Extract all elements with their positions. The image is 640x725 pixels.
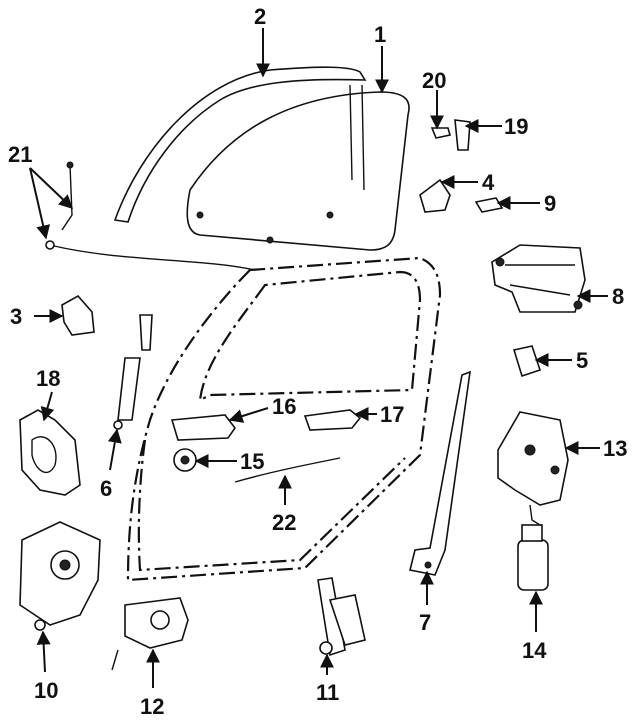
callout-7: 7 (419, 610, 431, 635)
callout-8: 8 (612, 284, 624, 309)
door-shell (126, 256, 442, 582)
callout-4: 4 (482, 170, 495, 195)
callout-20: 20 (422, 68, 446, 93)
part-handle-17 (303, 409, 362, 431)
part-bracket-5 (512, 345, 542, 378)
callout-15: 15 (240, 449, 264, 474)
callout-1: 1 (374, 22, 386, 47)
part-glass-run-channel (113, 66, 367, 223)
callout-9: 9 (544, 191, 556, 216)
callout-11: 11 (316, 680, 339, 705)
callout-17: 17 (380, 402, 404, 427)
callout-22: 22 (272, 510, 296, 535)
callout-10: 10 (34, 678, 58, 703)
part-inside-handle-18 (19, 409, 81, 496)
leader-10 (36, 630, 51, 673)
callout-14: 14 (522, 638, 547, 663)
part-door-glass (186, 91, 410, 251)
callout-3: 3 (10, 304, 22, 329)
part-link-11 (317, 577, 366, 657)
callout-5: 5 (576, 348, 588, 373)
part-guide-7 (409, 370, 471, 576)
leader-18 (40, 391, 55, 422)
leader-21b (29, 167, 74, 209)
part-lock-13 (497, 411, 569, 506)
part-motor-12 (111, 597, 189, 671)
callout-18: 18 (36, 366, 60, 391)
callout-13: 13 (603, 436, 627, 461)
leader-21a (29, 167, 51, 240)
part-rod-22 (234, 457, 341, 483)
part-bracket-4 (419, 178, 451, 213)
part-bushing-15 (173, 448, 197, 472)
part-cover-3 (61, 294, 95, 336)
part-check-6 (113, 314, 153, 430)
leader-6 (107, 428, 122, 471)
callout-16: 16 (272, 394, 296, 419)
part-handle-16 (170, 414, 236, 441)
callout-6: 6 (100, 476, 112, 501)
callout-19: 19 (504, 114, 528, 139)
part-clip-20 (430, 127, 452, 139)
leader-16 (228, 407, 269, 423)
part-regulator-10 (19, 521, 101, 631)
callout-2: 2 (254, 4, 266, 29)
part-clip-19 (454, 119, 471, 151)
callout-12: 12 (140, 694, 164, 719)
leader-lines (29, 28, 608, 688)
callout-21: 21 (8, 142, 32, 167)
part-latch-8 (491, 244, 586, 313)
part-pad-9 (474, 197, 504, 213)
callout-labels: 2 1 20 19 21 4 9 8 3 5 18 16 17 13 15 6 … (8, 4, 627, 719)
part-lock-rod (45, 161, 256, 271)
part-actuator-14 (517, 504, 549, 591)
